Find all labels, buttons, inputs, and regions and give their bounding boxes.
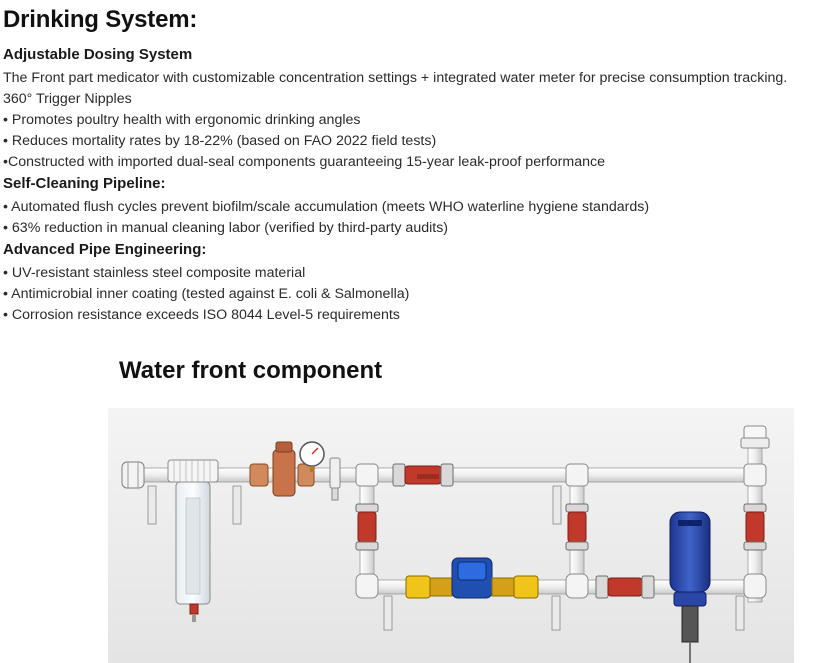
bullet-item: • Reduces mortality rates by 18-22% (bas… bbox=[3, 133, 437, 149]
water-filter bbox=[167, 459, 219, 622]
text-line: The Front part medicator with customizab… bbox=[3, 70, 788, 86]
water-front-component-illustration bbox=[108, 408, 794, 663]
meter-coupling bbox=[405, 575, 431, 599]
valve-union bbox=[392, 463, 406, 487]
valve-union bbox=[440, 463, 454, 487]
bullet-item: • 63% reduction in manual cleaning labor… bbox=[3, 220, 449, 236]
filter-head bbox=[167, 459, 219, 483]
gauge-needle bbox=[311, 447, 319, 455]
meter-dial bbox=[457, 561, 487, 581]
bottom-ball-valve bbox=[595, 575, 655, 599]
regulator-union bbox=[249, 463, 269, 487]
dosing-medicator bbox=[669, 511, 711, 663]
bracket bbox=[551, 595, 561, 631]
section-heading-pipe-engineering: Advanced Pipe Engineering: bbox=[3, 241, 207, 258]
bypass-tee bbox=[329, 457, 341, 489]
filter-cartridge bbox=[185, 497, 201, 595]
top-ball-valve bbox=[392, 463, 454, 487]
wall-brackets bbox=[147, 485, 745, 631]
filter-drain-tip bbox=[192, 614, 196, 622]
meter-coupling bbox=[513, 575, 539, 599]
bracket bbox=[147, 485, 157, 525]
tee-fitting bbox=[355, 463, 379, 487]
meter-brass bbox=[429, 577, 453, 597]
bracket bbox=[232, 485, 242, 525]
bullet-item: • UV-resistant stainless steel composite… bbox=[3, 265, 306, 281]
elbow-fitting bbox=[355, 573, 379, 599]
right-vertical-valve bbox=[743, 503, 767, 551]
bracket bbox=[552, 485, 562, 525]
figure-title: Water front component bbox=[119, 357, 383, 384]
bullet-item: • Antimicrobial inner coating (tested ag… bbox=[3, 286, 410, 302]
section-heading-self-cleaning: Self-Cleaning Pipeline: bbox=[3, 175, 166, 192]
page-title: Drinking System: bbox=[3, 6, 198, 33]
bypass-stub bbox=[331, 487, 339, 501]
regulator-cap bbox=[275, 441, 293, 453]
tee-fitting bbox=[743, 463, 767, 487]
bullet-item: • Promotes poultry health with ergonomic… bbox=[3, 112, 361, 128]
middle-vertical-valve bbox=[565, 503, 589, 551]
meter-brass bbox=[491, 577, 515, 597]
left-vertical-valve bbox=[355, 503, 379, 551]
bullet-item: • Automated flush cycles prevent biofilm… bbox=[3, 199, 650, 215]
valve-handle bbox=[417, 474, 439, 479]
text-line: 360° Trigger Nipples bbox=[3, 91, 132, 107]
inlet-union bbox=[121, 461, 145, 489]
elbow-fitting bbox=[565, 573, 589, 599]
regulator-body bbox=[272, 449, 296, 497]
bullet-item: •Constructed with imported dual-seal com… bbox=[3, 154, 605, 170]
bracket bbox=[735, 595, 745, 631]
water-meter bbox=[405, 557, 539, 599]
riser-union bbox=[740, 437, 770, 449]
bracket bbox=[383, 595, 393, 631]
section-heading-dosing: Adjustable Dosing System bbox=[3, 46, 193, 63]
gauge-stem bbox=[310, 466, 314, 472]
medicator-base bbox=[673, 591, 707, 607]
elbow-fitting bbox=[743, 573, 767, 599]
filter-drain-valve bbox=[189, 603, 199, 615]
tee-fitting bbox=[565, 463, 589, 487]
bullet-item: • Corrosion resistance exceeds ISO 8044 … bbox=[3, 307, 400, 323]
medicator-band bbox=[678, 520, 702, 526]
pressure-regulator bbox=[249, 441, 325, 497]
medicator-injector bbox=[681, 605, 699, 643]
